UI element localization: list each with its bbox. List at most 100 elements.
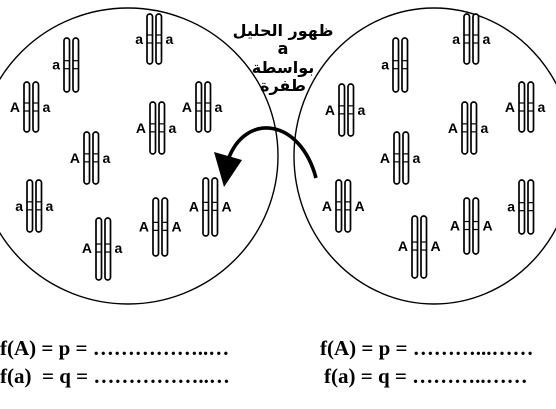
allele-label: a [452,31,460,47]
allele-label: a [481,120,489,136]
allele-label: A [380,150,390,166]
chromosome [152,197,160,257]
chromosome [470,101,478,155]
chromosome [204,81,212,133]
allele-label: A [355,198,365,214]
chromosome [195,81,203,133]
allele-label: A [322,198,332,214]
allele-label: a [115,240,123,256]
right-freq-A-formula: f(A) = p = ………...…… [320,336,534,360]
chromosome [344,179,352,233]
allele-label: a [135,31,143,47]
chromosome [149,101,157,155]
allele-label: a [538,99,546,115]
chromosome [338,83,346,137]
chromosome [335,179,343,233]
left-population-ellipse [0,7,279,305]
chromosome [472,197,480,255]
allele-label: a [103,150,111,166]
chromosome [211,177,219,237]
chromosome [72,37,80,93]
chromosome [95,217,103,281]
allele-label: A [136,120,146,136]
chromosome [527,179,535,235]
chromosome [392,37,400,93]
chromosome [32,81,40,133]
chromosome [155,13,163,65]
chromosome [420,215,428,279]
allele-label: A [82,240,92,256]
allele-label: A [189,198,199,214]
chromosome [463,13,471,65]
chromosome [26,179,34,233]
chromosome [63,37,71,93]
left-freq-a-formula: f(a) = q = ……………..… [0,364,230,388]
mutation-caption: ظهور الحليل a بواسطة طفرة [228,21,338,96]
chromosome [401,37,409,93]
allele-label: A [222,198,232,214]
allele-label: a [507,199,515,215]
allele-label: a [381,57,389,73]
allele-label: A [483,218,493,234]
allele-label: A [450,218,460,234]
allele-label: A [448,120,458,136]
allele-label: A [431,238,441,254]
chromosome [202,177,210,237]
chromosome [23,81,31,133]
chromosome [35,179,43,233]
allele-label: a [15,198,23,214]
allele-label: a [43,99,51,115]
allele-label: a [166,31,174,47]
chromosome [83,131,91,185]
chromosome [518,179,526,235]
allele-label: a [52,57,60,73]
mutation-arrowhead [214,152,242,187]
chromosome [146,13,154,65]
chromosome-pair: a [52,37,80,93]
allele-label: a [169,120,177,136]
allele-label: A [172,218,182,234]
chromosome [158,101,166,155]
left-freq-A-formula: f(A) = p = ……………..… [0,336,230,360]
chromosome-pair: a [381,37,409,93]
caption-line-3: بواسطة [251,57,315,77]
chromosome [402,131,410,185]
allele-label: a [46,198,54,214]
caption-line-4: طفرة [260,76,306,96]
chromosome [527,81,535,133]
allele-label: A [398,238,408,254]
chromosome [411,215,419,279]
allele-label: A [325,102,335,118]
chromosome [104,217,112,281]
chromosome-pair: a [507,179,535,235]
chromosome [347,83,355,137]
allele-label: a [358,102,366,118]
chromosome [393,131,401,185]
allele-label: A [505,99,515,115]
allele-label: A [70,150,80,166]
right-population-ellipse [293,7,556,305]
mutation-curved-arrow [226,126,318,179]
chromosome [472,13,480,65]
allele-label: a [413,150,421,166]
caption-line-2: a [277,39,289,59]
chromosome [463,197,471,255]
allele-label: a [483,31,491,47]
caption-line-1: ظهور الحليل [232,21,334,40]
right-freq-a-formula: f(a) = q = ………..…… [324,364,528,388]
